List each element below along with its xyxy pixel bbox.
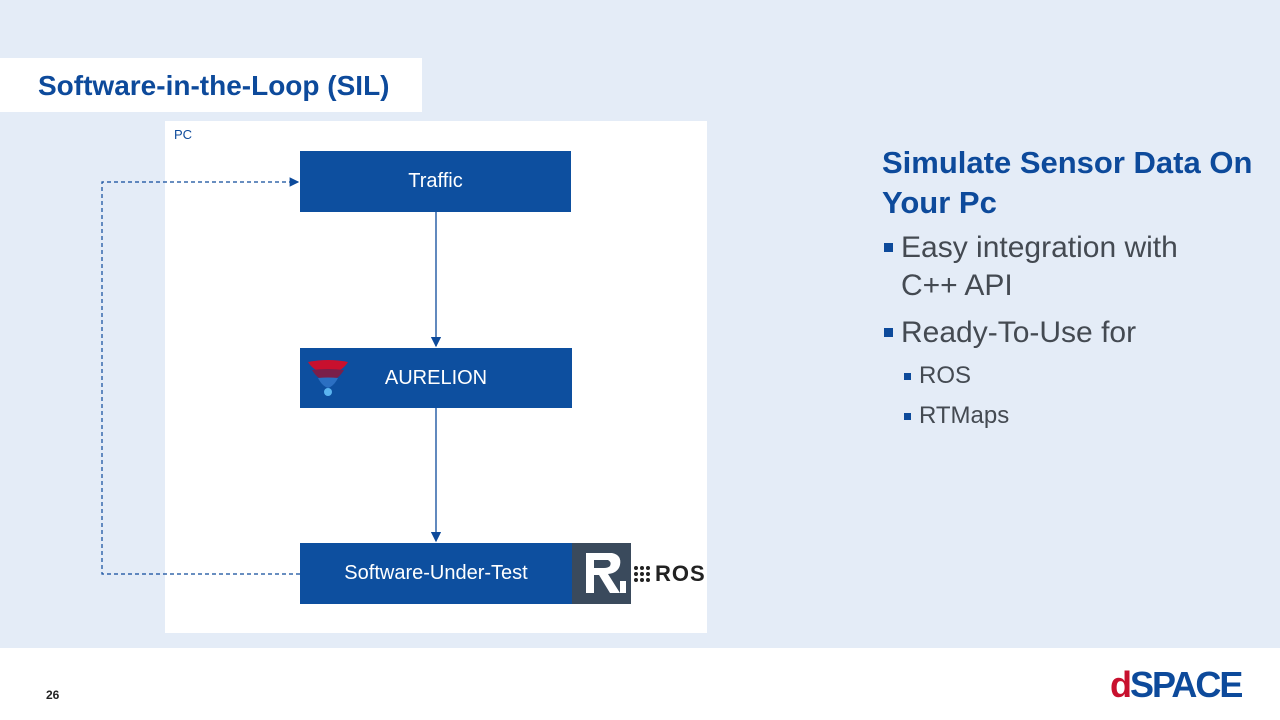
dspace-logo-d: d: [1110, 664, 1132, 705]
dspace-logo: dSPACE: [1110, 664, 1243, 706]
pc-label: PC: [174, 127, 193, 142]
bullet-square-icon: [904, 373, 911, 380]
aurelion-block: AURELION: [300, 348, 572, 408]
bullet-text: Easy integration with C++ API: [901, 231, 1178, 302]
aurelion-label: AURELION: [384, 366, 488, 389]
page-number: 26: [46, 688, 60, 702]
aurelion-logo-icon: [308, 360, 348, 396]
ros-logo: ROS: [634, 561, 706, 587]
rtmaps-logo-icon: [572, 543, 631, 604]
sidebar-heading: Simulate Sensor Data On Your Pc: [882, 145, 1253, 220]
bullet-item: Ready-To-Use for: [882, 314, 1212, 352]
bullet-square-icon: [904, 413, 911, 420]
bullet-square-icon: [884, 243, 893, 252]
feedback-arrow-sut-to-traffic: [101, 177, 300, 575]
traffic-block: Traffic: [300, 151, 571, 212]
bullet-square-icon: [884, 328, 893, 337]
title-box: [0, 58, 422, 112]
slide-title: Software-in-the-Loop (SIL): [38, 70, 390, 101]
bullet-text: Ready-To-Use for: [901, 316, 1137, 349]
software-under-test-block: Software-Under-Test: [300, 543, 572, 604]
sub-bullet-item: ROS: [902, 361, 971, 391]
dspace-logo-space: SPACE: [1130, 664, 1243, 705]
sub-bullet-text: ROS: [919, 362, 972, 389]
sub-bullet-item: RTMaps: [902, 401, 1009, 431]
sub-bullet-text: RTMaps: [919, 402, 1010, 429]
ros-logo-text: ROS: [655, 561, 706, 586]
ros-dots-icon: [634, 566, 650, 582]
bullet-item: Easy integration with C++ API: [882, 229, 1212, 305]
